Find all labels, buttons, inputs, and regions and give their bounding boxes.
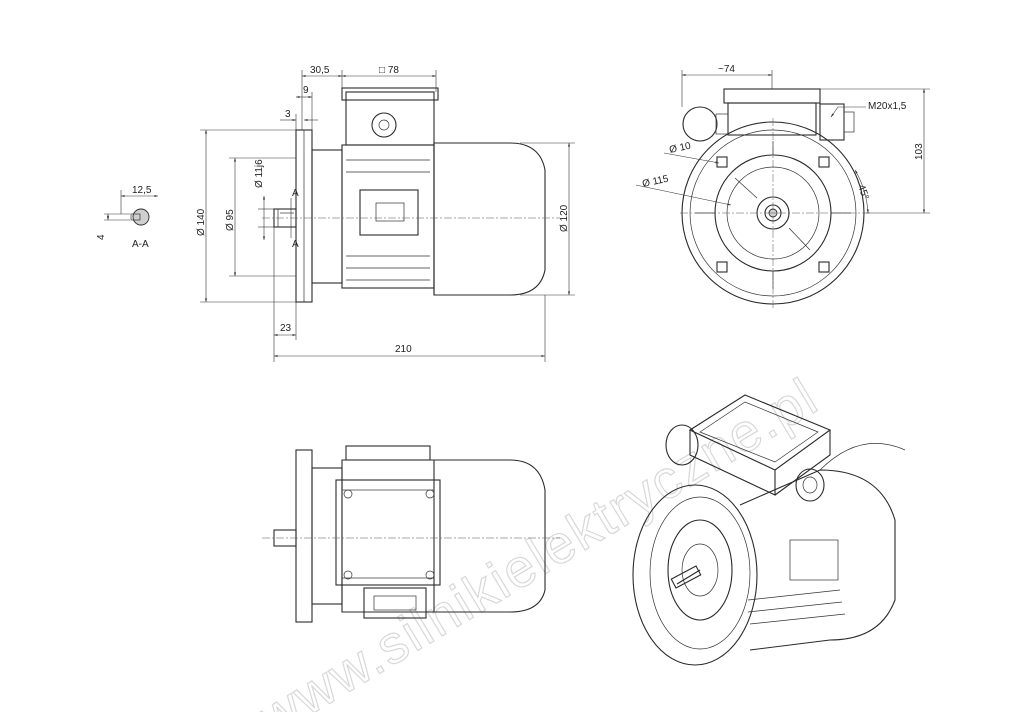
dim-box-width: ~74 bbox=[718, 64, 735, 75]
dim-pcd: Ø 115 bbox=[641, 174, 670, 190]
section-mark-bottom: A bbox=[292, 239, 299, 250]
dim-flange-to-box: 9 bbox=[303, 85, 309, 96]
dim-total-length: 210 bbox=[395, 344, 412, 355]
svg-text:www.silnikielektryczne.pl: www.silnikielektryczne.pl bbox=[247, 367, 828, 712]
watermark: www.silnikielektryczne.pl bbox=[246, 366, 829, 717]
dim-angle: 45° bbox=[855, 183, 871, 201]
dim-flange-dia: Ø 140 bbox=[196, 208, 207, 236]
dim-box-offset: 30,5 bbox=[310, 65, 330, 76]
dim-body-dia: Ø 120 bbox=[559, 204, 570, 232]
dim-terminal-box: □ 78 bbox=[379, 65, 399, 76]
isometric-view bbox=[632, 394, 906, 666]
top-view bbox=[262, 445, 560, 623]
section-mark-top: A bbox=[292, 188, 299, 199]
side-view: A A 30,5 □ 78 9 3 Ø 140 Ø 95 Ø 11j6 Ø 12… bbox=[196, 65, 575, 362]
dim-shaft-length: 23 bbox=[280, 323, 292, 334]
dim-spigot-dia: Ø 95 bbox=[225, 209, 236, 231]
section-label: A-A bbox=[132, 239, 149, 250]
dim-section-width: 12,5 bbox=[132, 185, 152, 196]
section-a-a: 12,5 4 A-A bbox=[96, 185, 158, 250]
dim-height: 103 bbox=[914, 143, 925, 160]
dim-hole-dia: Ø 10 bbox=[668, 141, 692, 156]
dim-shaft-dia: Ø 11j6 bbox=[254, 159, 265, 188]
dim-section-height: 4 bbox=[96, 234, 107, 240]
dim-cable-gland: M20x1,5 bbox=[868, 101, 907, 112]
dim-flange-thickness: 3 bbox=[285, 109, 291, 120]
front-view: ~74 M20x1,5 Ø 10 Ø 115 45° 103 bbox=[635, 64, 930, 310]
